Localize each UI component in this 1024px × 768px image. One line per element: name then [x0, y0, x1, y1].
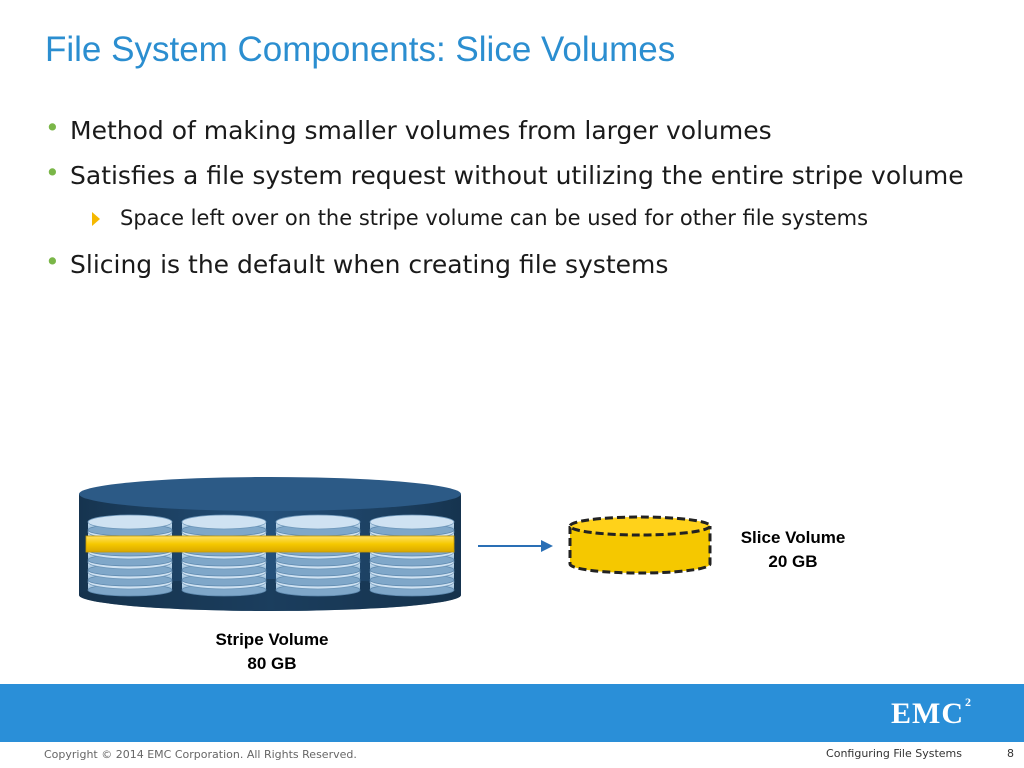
- slice-volume-name: Slice Volume: [740, 528, 846, 547]
- sub-bullet-item: Space left over on the stripe volume can…: [45, 200, 975, 236]
- bullet-dot-icon: •: [45, 113, 60, 142]
- slide-title: File System Components: Slice Volumes: [45, 30, 676, 69]
- stripe-volume-size: 80 GB: [247, 654, 297, 673]
- slice-volume-icon: [568, 515, 712, 575]
- page-number: 8: [1007, 747, 1014, 760]
- course-title: Configuring File Systems: [826, 747, 962, 760]
- sub-bullet-text: Space left over on the stripe volume can…: [120, 206, 869, 230]
- slice-volume-label: Slice Volume 20 GB: [693, 526, 893, 574]
- stripe-volume-icon: [79, 477, 461, 611]
- slice-volume-size: 20 GB: [768, 552, 818, 571]
- bullet-dot-icon: •: [45, 247, 60, 276]
- stripe-volume-name: Stripe Volume: [215, 630, 329, 649]
- triangle-bullet-icon: [92, 212, 100, 226]
- copyright-text: Copyright © 2014 EMC Corporation. All Ri…: [44, 748, 357, 761]
- bullet-list: • Method of making smaller volumes from …: [45, 112, 975, 291]
- bullet-dot-icon: •: [45, 158, 60, 187]
- bullet-item: • Method of making smaller volumes from …: [45, 112, 975, 150]
- footer-band: [0, 684, 1024, 742]
- disk-stack-icon: [87, 514, 173, 597]
- bullet-text: Slicing is the default when creating fil…: [70, 250, 669, 279]
- disk-stack-icon: [369, 514, 455, 597]
- arrow-icon: [478, 540, 553, 552]
- emc-logo: EMC2: [891, 695, 972, 730]
- volume-diagram: [79, 477, 712, 611]
- disk-stack-icon: [275, 514, 361, 597]
- bullet-item: • Satisfies a file system request withou…: [45, 157, 975, 195]
- stripe-volume-label: Stripe Volume 80 GB: [172, 628, 372, 676]
- bullet-text: Satisfies a file system request without …: [70, 161, 964, 190]
- disk-stack-icon: [181, 514, 267, 597]
- bullet-item: • Slicing is the default when creating f…: [45, 246, 975, 284]
- bullet-text: Method of making smaller volumes from la…: [70, 116, 772, 145]
